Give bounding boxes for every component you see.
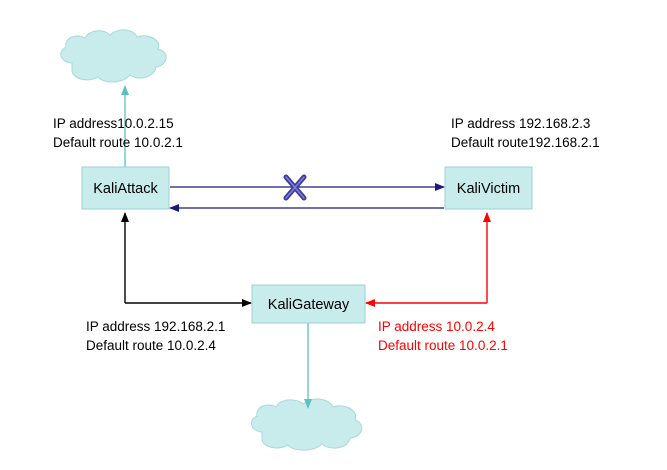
gateway-internal-default-route: Default route 10.0.2.4	[86, 338, 216, 353]
node-kali-gateway: KaliGateway	[251, 284, 366, 324]
cloud-icon	[60, 29, 167, 83]
node-label: KaliGateway	[268, 297, 350, 313]
node-label: KaliAttack	[93, 181, 158, 197]
node-kali-attack: KaliAttack	[81, 166, 170, 210]
cloud-icon	[250, 398, 363, 451]
attack-ip-address: IP address10.0.2.15	[53, 116, 174, 131]
gateway-external-default-route: Default route 10.0.2.1	[378, 338, 508, 353]
victim-ip-address: IP address 192.168.2.3	[451, 116, 590, 131]
node-label: KaliVictim	[457, 181, 520, 197]
x-mark-icon	[283, 174, 307, 201]
victim-default-route: Default route192.168.2.1	[451, 135, 600, 150]
attack-default-route: Default route 10.0.2.1	[53, 135, 183, 150]
node-kali-victim: KaliVictim	[444, 166, 533, 210]
gateway-internal-ip-address: IP address 192.168.2.1	[86, 319, 225, 334]
gateway-external-ip-address: IP address 10.0.2.4	[378, 319, 495, 334]
